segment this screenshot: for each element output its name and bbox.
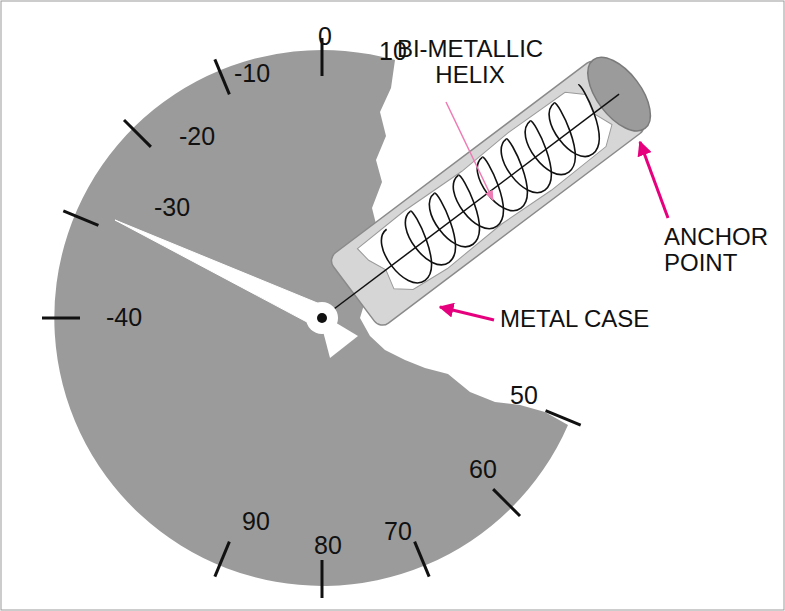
tick-mark xyxy=(63,211,98,226)
scale-ticks xyxy=(42,38,581,598)
dial-face xyxy=(54,50,568,586)
tick-mark xyxy=(124,120,151,147)
scale-number: 90 xyxy=(242,508,270,536)
part-label: ANCHOR POINT xyxy=(664,224,776,277)
scale-number: 60 xyxy=(469,456,497,484)
tick-mark xyxy=(415,542,430,577)
tick-mark xyxy=(546,411,581,426)
pointer-hub xyxy=(306,302,338,334)
shaft xyxy=(322,94,619,318)
part-label: METAL CASE xyxy=(500,306,730,332)
pivot xyxy=(317,313,327,323)
scale-number: 50 xyxy=(510,382,538,410)
tick-mark xyxy=(321,560,324,598)
scale-number: -10 xyxy=(234,60,270,88)
leader-line xyxy=(446,102,493,200)
scale-number: -40 xyxy=(106,304,142,332)
part-label: BI-METALLIC HELIX xyxy=(384,36,556,89)
tick-mark xyxy=(215,542,230,577)
scale-number: -30 xyxy=(154,194,190,222)
tick-mark xyxy=(493,489,520,516)
pointer-needle xyxy=(115,220,332,330)
tick-mark xyxy=(215,59,230,94)
scale-number: -20 xyxy=(179,123,215,151)
scale-number: 80 xyxy=(314,532,342,560)
tick-mark xyxy=(42,317,80,320)
leader-arrow xyxy=(640,142,668,218)
scale-number: 70 xyxy=(384,518,412,546)
pointer-tail xyxy=(318,312,358,358)
leader-arrow xyxy=(440,307,494,320)
scale-number: 0 xyxy=(318,23,332,51)
